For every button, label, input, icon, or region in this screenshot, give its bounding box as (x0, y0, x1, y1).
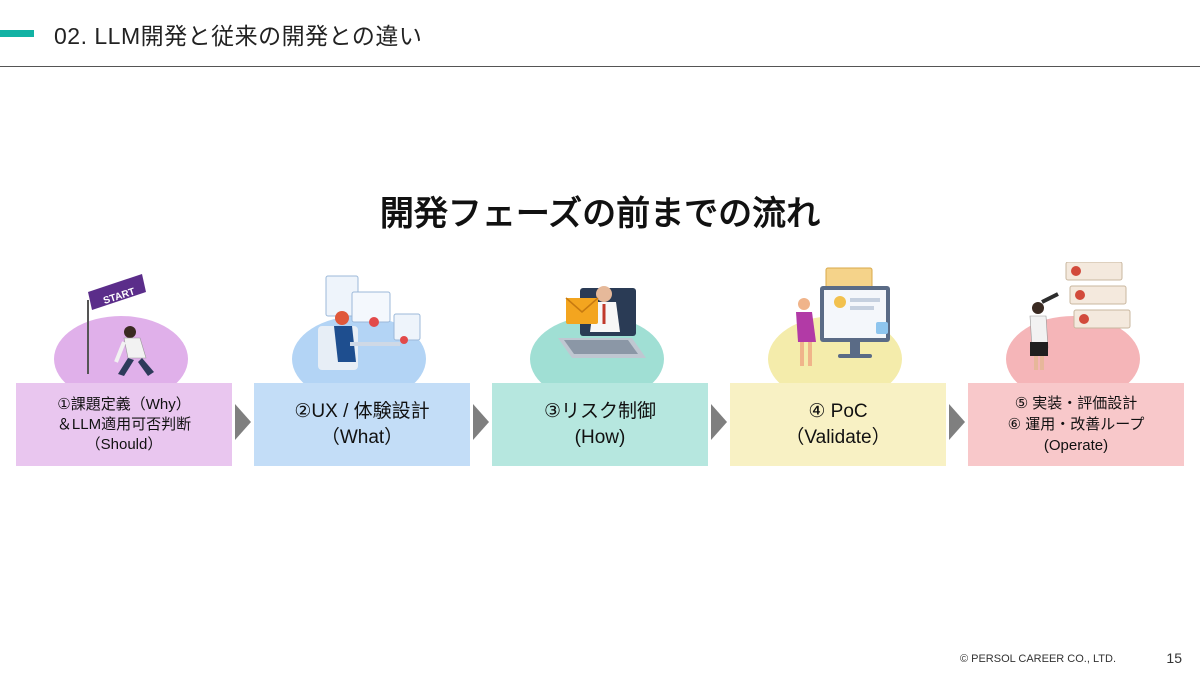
step-2-line-2: （What） (320, 426, 404, 448)
flow-arrow-icon (949, 404, 965, 440)
step-3: ③リスク制御 (How) (492, 262, 708, 468)
step-5-line-2: ⑥ 運用・改善ループ (1007, 416, 1145, 433)
slide-title: 02. LLM開発と従来の開発との違い (54, 23, 423, 49)
step-4-line-2: （Validate） (785, 426, 891, 448)
step-3-line-2: (How) (574, 426, 626, 448)
step-2: ②UX / 体験設計 （What） (254, 262, 470, 468)
step-5-line-1: ⑤ 実装・評価設計 (1014, 395, 1138, 412)
risk-laptop-icon (558, 286, 646, 358)
accent-bar (0, 30, 34, 37)
step-2-label-box: ②UX / 体験設計 （What） (254, 383, 470, 466)
step-1-line-1: ①課題定義（Why） (57, 395, 191, 413)
step-5: ⑤ 実装・評価設計 ⑥ 運用・改善ループ (Operate) (968, 262, 1184, 468)
flow-arrow-icon (473, 404, 489, 440)
step-1-line-2: ＆LLM適用可否判断 (56, 415, 192, 433)
start-runner-icon: START (87, 274, 154, 376)
poc-monitor-icon (796, 267, 890, 366)
step-5-line-3: (Operate) (1043, 437, 1109, 454)
step-5-label-box: ⑤ 実装・評価設計 ⑥ 運用・改善ループ (Operate) (968, 383, 1184, 466)
flow-arrow-icon (711, 404, 727, 440)
step-1-label-box: ①課題定義（Why） ＆LLM適用可否判断 （Should） (16, 383, 232, 466)
step-4-label-box: ④ PoC （Validate） (730, 383, 946, 466)
step-2-line-1: ②UX / 体験設計 (294, 400, 430, 422)
flow-arrow-icon (235, 404, 251, 440)
slide-header: 02. LLM開発と従来の開発との違い (0, 0, 1200, 67)
copyright: © PERSOL CAREER CO., LTD. (959, 653, 1116, 665)
section-heading: 開発フェーズの前までの流れ (379, 195, 821, 233)
page-number: 15 (1166, 650, 1182, 666)
telescope-profiles-icon (1029, 262, 1131, 370)
step-4-line-1: ④ PoC (808, 400, 868, 422)
step-3-label-box: ③リスク制御 (How) (492, 383, 708, 466)
step-1-line-3: （Should） (85, 435, 163, 453)
ux-designer-icon (318, 275, 421, 370)
step-1: START ①課題定義（Why） ＆LLM適用可否判断 （Should） (16, 262, 232, 468)
step-4: ④ PoC （Validate） (730, 262, 946, 468)
step-3-line-1: ③リスク制御 (543, 400, 657, 422)
